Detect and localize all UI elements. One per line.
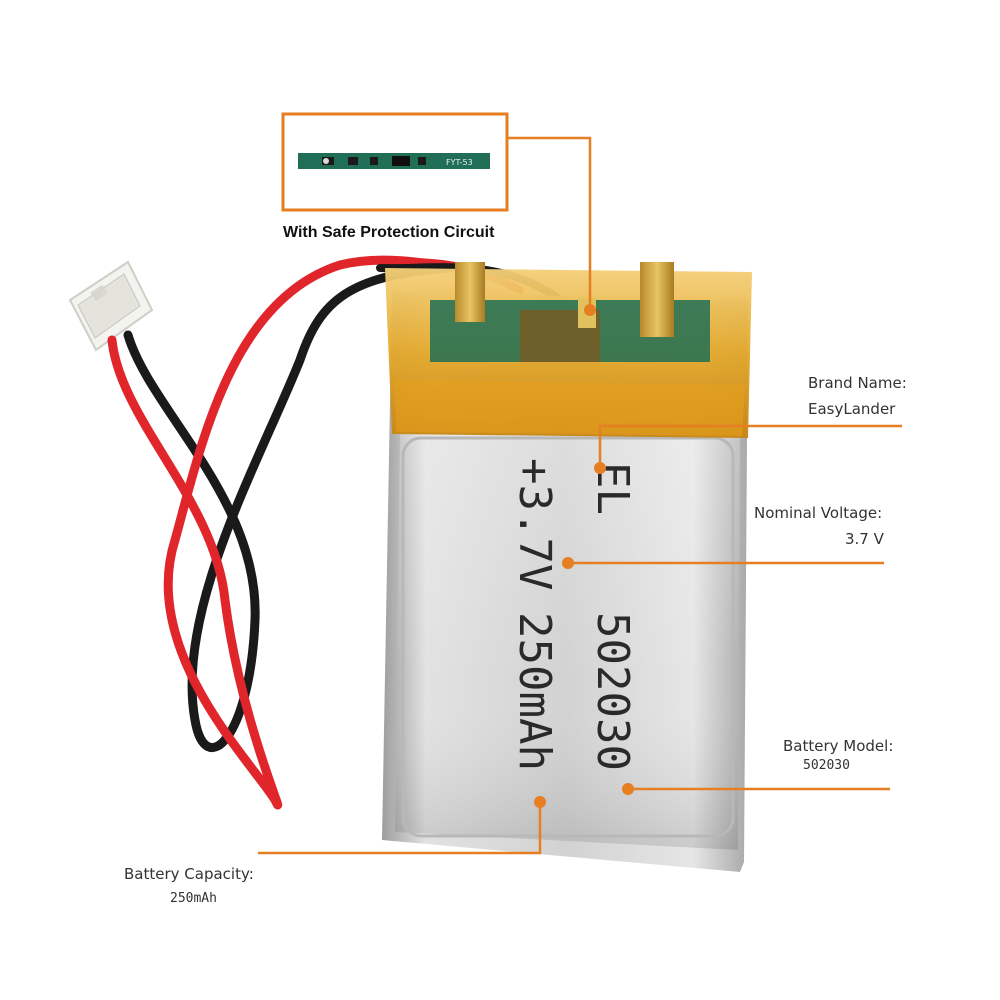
callout-dot-brand [594, 462, 606, 474]
callout-line-protection [507, 136, 592, 310]
callout-dots [534, 304, 634, 808]
callout-dot-capacity [534, 796, 546, 808]
cell-model-text: 502030 [587, 612, 638, 771]
battery-capacity-value: 250mAh [170, 891, 217, 906]
callout-dot-model [622, 783, 634, 795]
battery-cell [382, 262, 752, 872]
callout-dot-protection [584, 304, 596, 316]
jst-connector [68, 260, 154, 352]
brand-name-label: Brand Name: [808, 374, 907, 392]
callout-line-brand [598, 424, 902, 468]
cell-voltage-text: +3.7V [509, 458, 560, 590]
cell-printing: EL +3.7V 250mAh 502030 [509, 458, 638, 771]
callout-line-capacity [258, 802, 542, 855]
battery-model-value: 502030 [803, 758, 850, 773]
battery-model-label: Battery Model: [783, 737, 894, 755]
callout-lines [258, 136, 902, 855]
battery-capacity-label: Battery Capacity: [124, 865, 254, 883]
nominal-voltage-value: 3.7 V [845, 530, 884, 548]
cell-capacity-text: 250mAh [509, 612, 560, 771]
brand-name-value: EasyLander [808, 400, 896, 418]
callout-dot-voltage [562, 557, 574, 569]
inset-protection-circuit: FYT-53 [281, 112, 509, 212]
nominal-voltage-label: Nominal Voltage: [754, 504, 883, 522]
pcb-marking: FYT-53 [446, 158, 473, 167]
inset-caption: With Safe Protection Circuit [283, 224, 495, 241]
